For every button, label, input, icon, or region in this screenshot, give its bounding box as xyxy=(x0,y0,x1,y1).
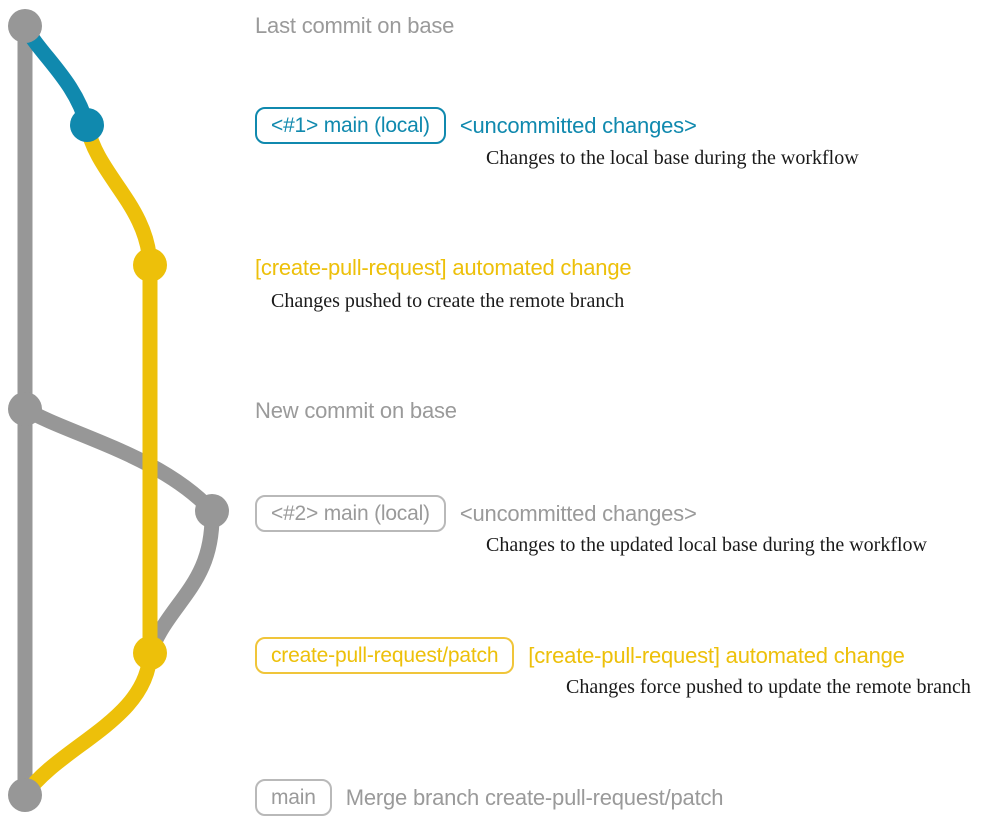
edge-base-to-local1 xyxy=(17,18,95,133)
ref-tag-main-local-2[interactable]: <#2> main (local) xyxy=(255,495,446,532)
commit-row-local-uncommitted-2: <#2> main (local) <uncommitted changes> xyxy=(255,495,697,532)
commit-node-base-new[interactable] xyxy=(8,392,42,426)
edge-base-to-local2 xyxy=(17,401,220,519)
commit-row-automated-change-create: [create-pull-request] automated change xyxy=(255,254,632,282)
commit-subject: <uncommitted changes> xyxy=(459,112,697,138)
edge-local2-to-patch xyxy=(142,503,220,661)
commit-node-patch-1[interactable] xyxy=(133,248,167,282)
commit-node-local-1[interactable] xyxy=(70,108,104,142)
ref-tag-create-pull-request-patch[interactable]: create-pull-request/patch xyxy=(255,637,515,674)
commit-row-last-commit-on-base: Last commit on base xyxy=(255,11,454,41)
commit-row-new-commit-on-base: New commit on base xyxy=(255,396,457,426)
commit-row-automated-change-force: create-pull-request/patch [create-pull-r… xyxy=(255,637,905,674)
commit-note-local-uncommitted-2: Changes to the updated local base during… xyxy=(486,534,927,556)
commit-subject: Last commit on base xyxy=(255,13,455,38)
commit-subject: <uncommitted changes> xyxy=(459,500,697,526)
commit-subject: New commit on base xyxy=(255,398,457,423)
commit-row-local-uncommitted-1: <#1> main (local) <uncommitted changes> xyxy=(255,107,697,144)
commit-subject: [create-pull-request] automated change xyxy=(255,255,632,280)
commit-subject: [create-pull-request] automated change xyxy=(528,642,905,668)
commit-row-merge-commit: main Merge branch create-pull-request/pa… xyxy=(255,779,724,816)
edge-local1-to-patch1 xyxy=(79,117,158,273)
commit-node-base-top[interactable] xyxy=(8,9,42,43)
commit-node-merge[interactable] xyxy=(8,778,42,812)
edge-patch-to-merge xyxy=(17,645,158,803)
commit-note-automated-change-create: Changes pushed to create the remote bran… xyxy=(271,290,625,312)
commit-node-patch-2[interactable] xyxy=(133,636,167,670)
commit-node-local-2[interactable] xyxy=(195,494,229,528)
commit-note-local-uncommitted-1: Changes to the local base during the wor… xyxy=(486,147,859,169)
ref-tag-main[interactable]: main xyxy=(255,779,332,816)
commit-note-automated-change-force: Changes force pushed to update the remot… xyxy=(566,676,971,698)
ref-tag-main-local-1[interactable]: <#1> main (local) xyxy=(255,107,446,144)
commit-subject: Merge branch create-pull-request/patch xyxy=(345,784,724,810)
